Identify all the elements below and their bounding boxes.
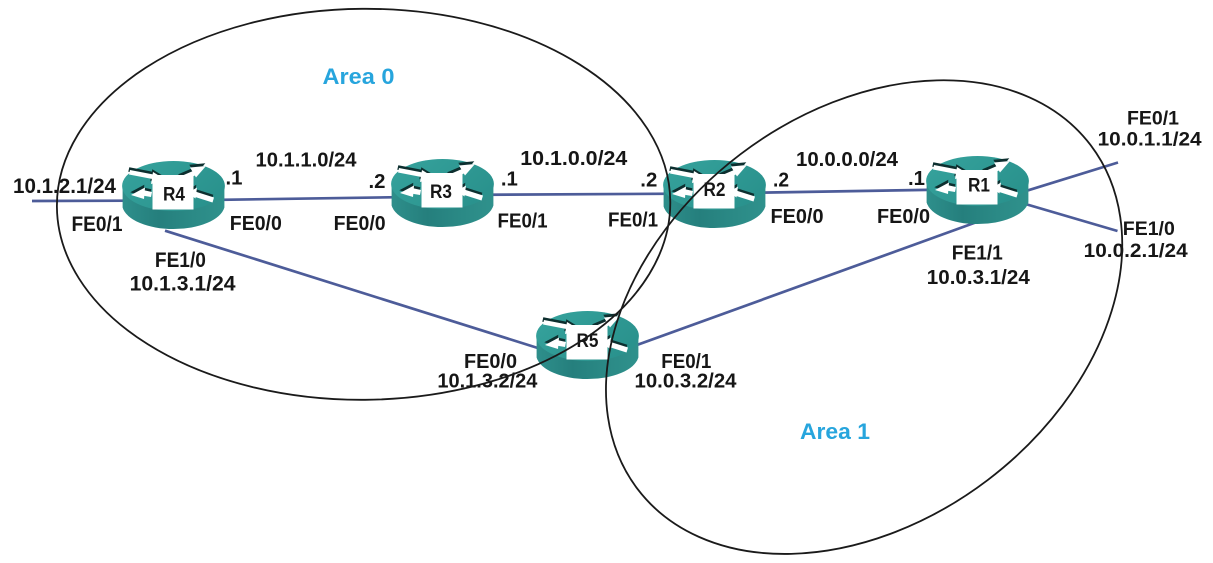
svg-text:10.0.1.1/24: 10.0.1.1/24 (1098, 130, 1202, 151)
svg-text:FE1/0: FE1/0 (155, 248, 206, 272)
svg-text:FE1/1: FE1/1 (952, 243, 1003, 265)
svg-text:R3: R3 (430, 182, 452, 203)
svg-text:.1: .1 (226, 168, 243, 190)
svg-text:R2: R2 (704, 180, 726, 201)
svg-text:Area 1: Area 1 (800, 419, 870, 444)
svg-text:10.1.0.0/24: 10.1.0.0/24 (520, 148, 628, 170)
svg-text:Area 0: Area 0 (323, 64, 395, 89)
svg-text:10.0.2.1/24: 10.0.2.1/24 (1084, 241, 1188, 262)
svg-text:FE0/1: FE0/1 (608, 210, 658, 232)
svg-text:.2: .2 (369, 171, 386, 193)
svg-text:10.1.1.0/24: 10.1.1.0/24 (256, 150, 358, 172)
svg-text:FE0/1: FE0/1 (1127, 108, 1179, 129)
svg-text:10.0.0.0/24: 10.0.0.0/24 (796, 149, 899, 171)
svg-text:R1: R1 (968, 175, 990, 196)
svg-text:FE0/0: FE0/0 (771, 206, 824, 228)
svg-text:10.1.2.1/24: 10.1.2.1/24 (13, 174, 116, 198)
svg-text:.2: .2 (773, 169, 789, 191)
svg-text:FE0/0: FE0/0 (877, 206, 930, 228)
svg-text:.2: .2 (640, 169, 657, 191)
svg-text:FE1/0: FE1/0 (1123, 219, 1175, 240)
svg-text:FE0/1: FE0/1 (498, 210, 548, 232)
svg-text:10.1.3.2/24: 10.1.3.2/24 (437, 370, 538, 392)
svg-text:.1: .1 (908, 168, 925, 190)
svg-text:FE0/1: FE0/1 (661, 351, 711, 373)
svg-text:.1: .1 (501, 169, 518, 191)
svg-text:FE0/0: FE0/0 (230, 213, 282, 235)
svg-text:FE0/0: FE0/0 (464, 351, 517, 373)
svg-text:10.0.3.1/24: 10.0.3.1/24 (927, 267, 1031, 289)
svg-text:R5: R5 (577, 331, 599, 352)
svg-text:FE0/0: FE0/0 (334, 213, 386, 235)
svg-text:10.1.3.1/24: 10.1.3.1/24 (130, 272, 236, 296)
svg-text:R4: R4 (163, 184, 185, 205)
svg-text:FE0/1: FE0/1 (72, 212, 123, 236)
svg-text:10.0.3.2/24: 10.0.3.2/24 (635, 370, 738, 392)
